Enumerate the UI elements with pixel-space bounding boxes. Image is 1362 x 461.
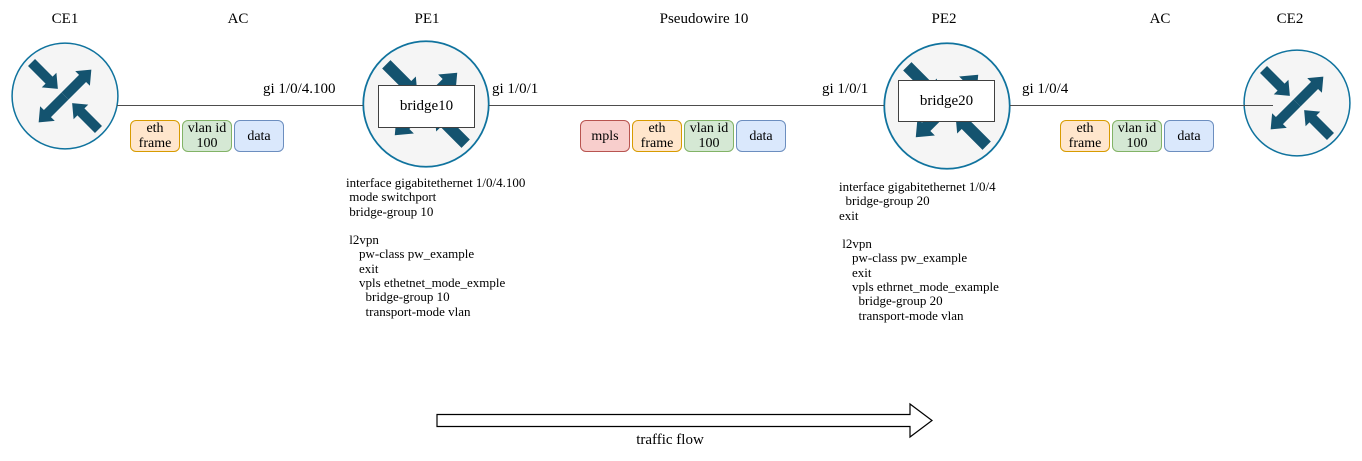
link-label-ac-right: AC	[1149, 11, 1171, 27]
frame-box-data: data	[234, 120, 284, 152]
router-icon-ce1	[11, 42, 119, 150]
traffic-flow-label: traffic flow	[636, 432, 704, 448]
frame-box-mpls: mpls	[580, 120, 630, 152]
node-label-pe2: PE2	[931, 11, 957, 27]
node-label-ce1: CE1	[51, 11, 79, 27]
link-pe2-ce2	[1010, 105, 1273, 106]
frame-box-eth-frame: eth frame	[632, 120, 682, 152]
frame-box-data: data	[736, 120, 786, 152]
link-label-ac-left: AC	[227, 11, 249, 27]
frame-box-eth-frame: eth frame	[130, 120, 180, 152]
frame-stack-pseudowire: mpls eth frame vlan id 100 data	[580, 120, 786, 152]
interface-label-pe2-gi-1-0-1: gi 1/0/1	[822, 81, 869, 97]
pe2-config-text: interface gigabitethernet 1/0/4 bridge-g…	[839, 179, 999, 323]
interface-label-gi-1-0-4: gi 1/0/4	[1022, 81, 1069, 97]
link-pe1-pe2	[489, 105, 884, 106]
node-label-ce2: CE2	[1276, 11, 1304, 27]
frame-box-eth-frame: eth frame	[1060, 120, 1110, 152]
frame-box-vlan-id-100: vlan id 100	[684, 120, 734, 152]
frame-box-vlan-id-100: vlan id 100	[1112, 120, 1162, 152]
interface-label-pe1-gi-1-0-1: gi 1/0/1	[492, 81, 539, 97]
frame-box-data: data	[1164, 120, 1214, 152]
frame-stack-ac-right: eth frame vlan id 100 data	[1060, 120, 1214, 152]
pe1-config-text: interface gigabitethernet 1/0/4.100 mode…	[346, 175, 526, 319]
traffic-flow-arrow	[436, 402, 933, 439]
link-ce1-pe1	[117, 105, 363, 106]
bridge10-box: bridge10	[378, 85, 475, 128]
link-label-pseudowire: Pseudowire 10	[659, 11, 749, 27]
frame-box-vlan-id-100: vlan id 100	[182, 120, 232, 152]
frame-stack-ac-left: eth frame vlan id 100 data	[130, 120, 284, 152]
router-icon-ce2	[1243, 49, 1351, 157]
interface-label-gi-1-0-4-100: gi 1/0/4.100	[263, 81, 336, 97]
node-label-pe1: PE1	[414, 11, 440, 27]
bridge20-box: bridge20	[898, 80, 995, 122]
